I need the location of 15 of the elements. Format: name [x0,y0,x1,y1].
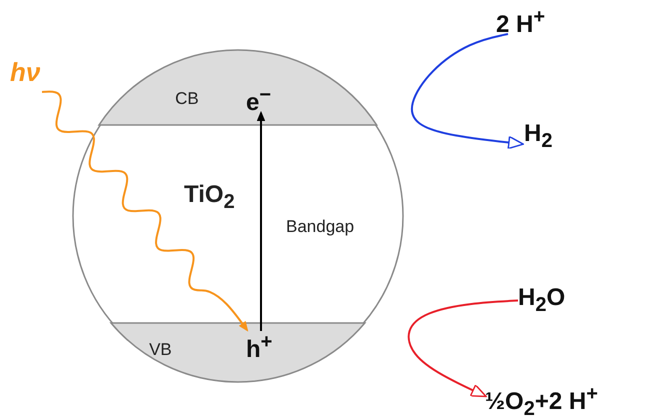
species-label: H$_{2}$ [524,120,564,150]
arrow [410,33,524,150]
arrow [408,300,518,398]
photon-label: hν [10,58,50,88]
hole-label: h$^{+}$ [246,331,276,359]
band-label: VB [149,341,172,358]
electron-label: e$^{−}$ [246,84,276,112]
arrow [42,90,248,332]
species-label: 2 H$^{+}$ [496,6,566,34]
edge-label: Bandgap [286,218,354,235]
species-label: H$_{2}$O [518,284,578,314]
material-label: TiO$_{2}$ [184,183,235,212]
species-label: ½O$_{2}$+2 H$^{+}$ [485,383,645,413]
band-label: CB [175,90,199,107]
arrow [256,111,266,331]
